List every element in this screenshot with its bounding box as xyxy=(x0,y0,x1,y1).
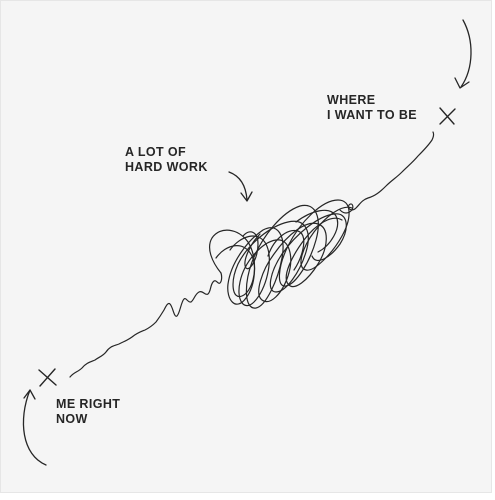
journey-path xyxy=(69,131,435,378)
start-cross-icon xyxy=(38,368,57,387)
start-label-line-2: NOW xyxy=(56,412,88,426)
start-label-line-1: ME RIGHT xyxy=(56,397,121,411)
effort-label-line-2: HARD WORK xyxy=(125,160,208,174)
goal-label: WHERE I WANT TO BE xyxy=(327,93,417,123)
effort-arrow xyxy=(228,171,253,202)
goal-label-line-2: I WANT TO BE xyxy=(327,108,417,122)
goal-label-line-1: WHERE xyxy=(327,93,376,107)
goal-arrow xyxy=(454,19,472,89)
goal-cross-icon xyxy=(439,107,456,125)
effort-label-line-1: A LOT OF xyxy=(125,145,187,159)
start-arrow xyxy=(22,389,47,466)
effort-label: A LOT OF HARD WORK xyxy=(125,145,208,175)
start-label: ME RIGHT NOW xyxy=(56,397,120,427)
